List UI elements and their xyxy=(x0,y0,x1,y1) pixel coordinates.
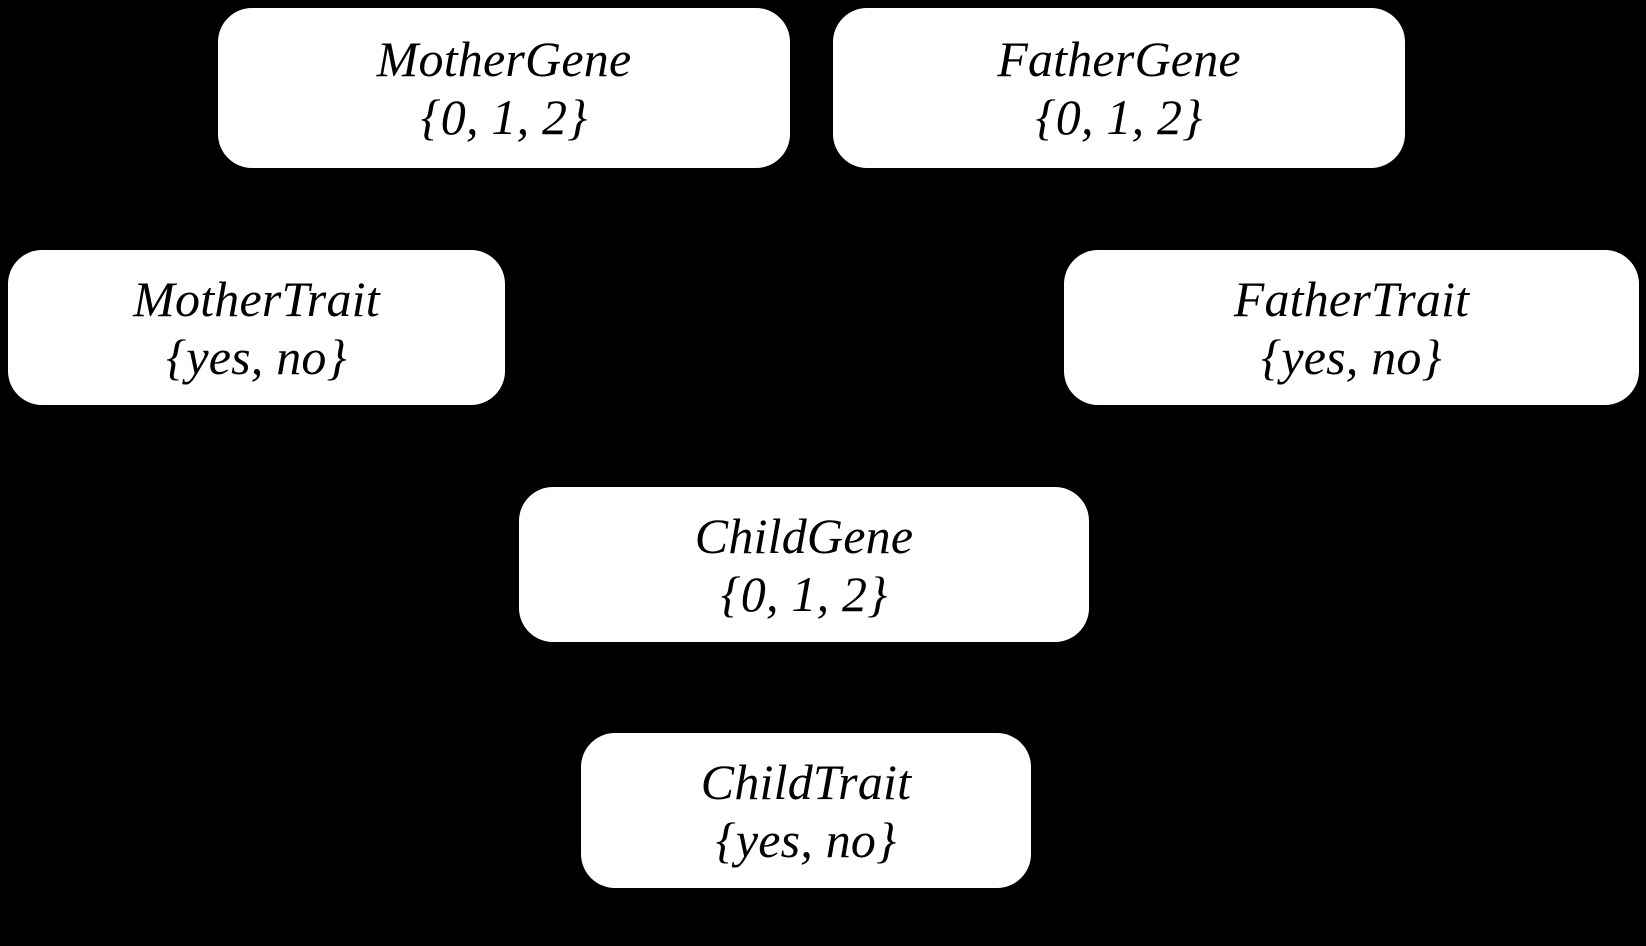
node-child-trait-title: ChildTrait xyxy=(700,753,912,810)
node-mother-trait-title: MotherTrait xyxy=(133,270,380,327)
node-father-trait-title: FatherTrait xyxy=(1233,270,1470,327)
node-father-trait[interactable]: FatherTrait {yes, no} xyxy=(1064,250,1639,405)
node-mother-trait[interactable]: MotherTrait {yes, no} xyxy=(8,250,505,405)
node-child-trait[interactable]: ChildTrait {yes, no} xyxy=(581,733,1031,888)
node-mother-gene-domain: {0, 1, 2} xyxy=(420,89,588,145)
node-child-trait-domain: {yes, no} xyxy=(715,811,897,868)
node-mother-gene[interactable]: MotherGene {0, 1, 2} xyxy=(218,8,790,168)
node-child-gene[interactable]: ChildGene {0, 1, 2} xyxy=(519,487,1089,642)
node-child-gene-domain: {0, 1, 2} xyxy=(720,565,888,622)
node-mother-trait-domain: {yes, no} xyxy=(166,328,347,385)
node-father-gene[interactable]: FatherGene {0, 1, 2} xyxy=(833,8,1405,168)
node-mother-gene-title: MotherGene xyxy=(376,31,632,87)
node-father-trait-domain: {yes, no} xyxy=(1261,328,1442,385)
node-father-gene-title: FatherGene xyxy=(997,31,1241,87)
node-child-gene-title: ChildGene xyxy=(694,507,914,564)
node-father-gene-domain: {0, 1, 2} xyxy=(1035,89,1203,145)
